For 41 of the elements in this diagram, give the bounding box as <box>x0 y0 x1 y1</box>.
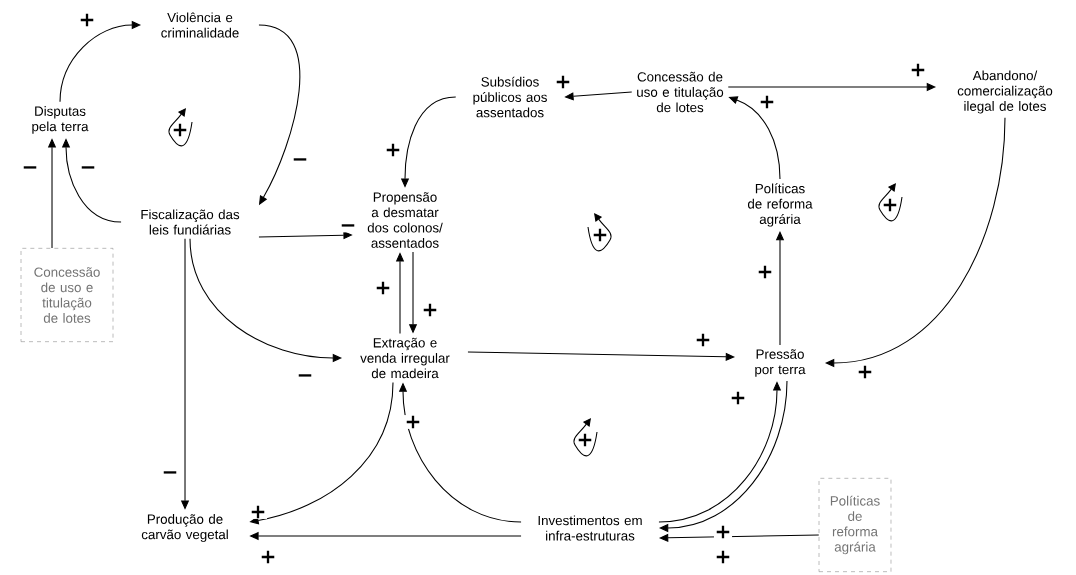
polarity-sign: + <box>403 415 423 429</box>
variable-label: Extração e venda irregular de madeira <box>360 337 450 379</box>
polarity-sign: + <box>755 265 775 279</box>
polarity-sign: − <box>295 373 315 383</box>
variable-label: Políticas de reforma agrária <box>747 183 813 227</box>
polarity-sign: + <box>258 550 278 564</box>
polarity-sign: + <box>383 143 403 157</box>
loop-polarity-sign: + <box>173 123 187 137</box>
loop-polarity-sign: + <box>578 433 592 447</box>
variable-label: Propensão a desmatar dos colonos/ assentados <box>367 192 443 248</box>
polarity-sign: + <box>713 525 733 539</box>
polarity-sign: + <box>373 281 393 295</box>
polarity-sign: + <box>77 13 97 27</box>
polarity-sign: + <box>855 365 875 379</box>
variable-label: Violência e criminalidade <box>161 12 239 38</box>
polarity-sign: + <box>248 505 268 519</box>
loop-polarity-sign: + <box>593 228 607 242</box>
variable-label: Pressão por terra <box>755 349 806 377</box>
polarity-sign: + <box>553 75 573 89</box>
polarity-sign: − <box>20 165 40 175</box>
polarity-sign: − <box>78 165 98 175</box>
variable-label: Abandono/ comercialização ilegal de lotes <box>957 70 1053 114</box>
polarity-sign: + <box>908 63 928 77</box>
polarity-sign: + <box>728 391 748 405</box>
polarity-sign: − <box>338 223 358 233</box>
polarity-sign: − <box>290 157 310 167</box>
variable-label: Subsídios públicos aos assentados <box>473 76 547 118</box>
variable-label: Fiscalização das leis fundiárias <box>141 209 240 235</box>
variable-label: Investimentos em infra-estruturas <box>538 515 642 541</box>
loop-polarity-sign: + <box>883 198 897 212</box>
variable-label: Concessão de uso e titulação de lotes <box>637 71 724 113</box>
variable-label: Disputas pela terra <box>32 106 89 134</box>
polarity-sign: − <box>160 470 180 480</box>
polarity-sign: + <box>713 550 733 564</box>
arrow <box>61 138 122 223</box>
polarity-sign: + <box>420 303 440 317</box>
dashed-box: Políticas de reforma agrária <box>818 478 892 572</box>
variable-label: Produção de carvão vegetal <box>141 514 228 542</box>
polarity-sign: + <box>693 333 713 347</box>
dashed-box: Concessão de uso e titulação de lotes <box>20 248 114 342</box>
polarity-sign: + <box>757 95 777 109</box>
